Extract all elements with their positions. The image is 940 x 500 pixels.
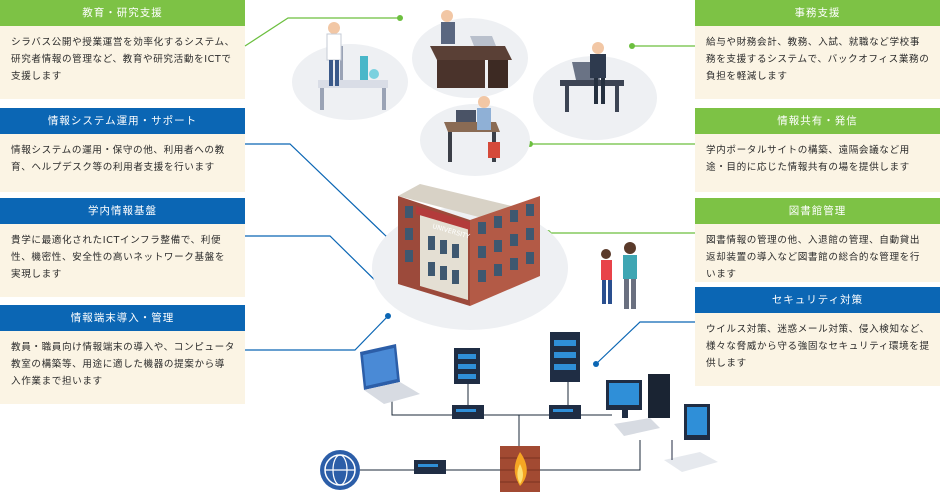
card-title: セキュリティ対策 [695,287,940,313]
connector-terminal [245,315,389,351]
connector-dot-terminal [385,313,391,319]
network-switch-icon [414,460,446,474]
connector-infra [245,235,389,294]
card-title: 事務支援 [695,0,940,26]
desktop-computer-icon [606,374,670,436]
firewall-icon [500,446,540,492]
card-infosys-support: 情報システム運用・サポート 情報システムの運用・保守の他、利用者への教育、ヘルプ… [0,108,245,192]
card-campus-infra: 学内情報基盤 貴学に最適化されたICTインフラ整備で、利便性、機密性、安全性の高… [0,198,245,297]
card-security: セキュリティ対策 ウイルス対策、迷惑メール対策、侵入検知など、様々な脅威から守る… [695,287,940,386]
card-title: 図書館管理 [695,198,940,224]
network-switch-icon [549,405,581,419]
card-office-support: 事務支援 給与や財務会計、教務、入試、就職など学校事務を支援するシステムで、バッ… [695,0,940,99]
connector-dot-security [593,361,599,367]
visitors-figure [601,242,637,309]
card-text: 教員・職員向け情報端末の導入や、コンピュータ教室の構築等、用途に適した機器の提案… [11,342,235,387]
card-library-management: 図書館管理 図書情報の管理の他、入退館の管理、自動貸出返却装置の導入など図書館の… [695,198,940,282]
card-title: 情報システム運用・サポート [0,108,245,134]
card-text: シラバス公開や授業運営を効率化するシステム、研究者情報の管理など、教育や研究活動… [11,37,235,82]
connector-dot-office [629,43,635,49]
office-worker-figure [560,42,624,112]
card-edu-support: 教育・研究支援 シラバス公開や授業運営を効率化するシステム、研究者情報の管理など… [0,0,245,99]
manager-figure [430,10,512,88]
card-title: 学内情報基盤 [0,198,245,224]
connector-dot-edu [397,15,403,21]
server-rack-tall-icon [550,332,580,382]
connector-edu [244,17,400,47]
university-building: UNIVERSITY [398,184,540,306]
card-title: 情報共有・発信 [695,108,940,134]
router-icon [664,404,718,472]
card-terminal-management: 情報端末導入・管理 教員・職員向け情報端末の導入や、コンピュータ教室の構築等、用… [0,305,245,404]
card-text: 給与や財務会計、教務、入試、就職など学校事務を支援するシステムで、バックオフィス… [706,37,930,82]
student-figure [444,96,500,162]
card-text: 情報システムの運用・保守の他、利用者への教育、ヘルプデスク等の利用者支援を行いま… [11,145,225,173]
laptop-icon [360,344,420,404]
connector-infosys [245,143,389,239]
globe-icon [320,450,360,490]
card-info-sharing: 情報共有・発信 学内ポータルサイトの構築、遠隔会議など用途・目的に応じた情報共有… [695,108,940,192]
card-text: 貴学に最適化されたICTインフラ整備で、利便性、機密性、安全性の高いネットワーク… [11,235,226,280]
researcher-figure [318,22,388,110]
card-title: 情報端末導入・管理 [0,305,245,331]
card-text: ウイルス対策、迷惑メール対策、侵入検知など、様々な脅威から守る強固なセキュリティ… [706,324,930,369]
server-rack-icon [454,348,480,384]
network-switch-icon [452,405,484,419]
connector-security [595,321,695,365]
card-title: 教育・研究支援 [0,0,245,26]
card-text: 図書情報の管理の他、入退館の管理、自動貸出返却装置の導入など図書館の総合的な管理… [706,235,921,280]
card-text: 学内ポータルサイトの構築、遠隔会議など用途・目的に応じた情報共有の場を提供します [706,145,910,173]
